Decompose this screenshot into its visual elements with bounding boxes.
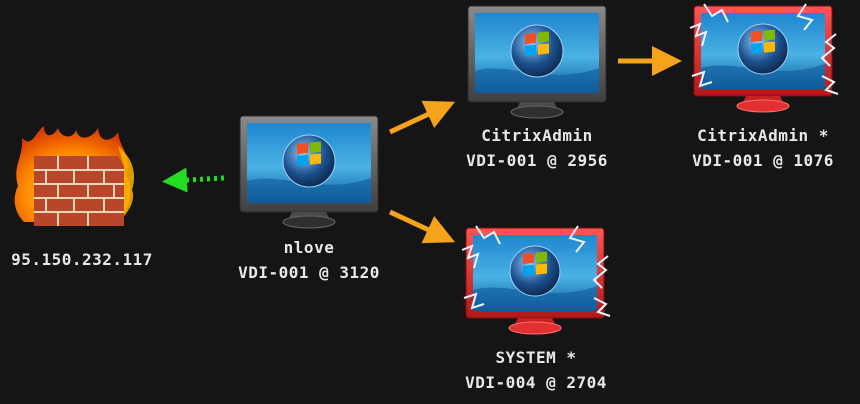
citrixadmin-elevated-session-label: VDI-001 @ 1076: [692, 151, 834, 170]
burning-brick-wall-icon: [14, 126, 135, 226]
system-session-label: VDI-004 @ 2704: [465, 373, 607, 392]
system-user-label: SYSTEM *: [495, 348, 577, 367]
edge-nlove-to-system: [388, 209, 456, 244]
windows-logo-icon: [282, 134, 336, 188]
citrixadmin-session-label: VDI-001 @ 2956: [466, 151, 608, 170]
nlove-session-label: VDI-001 @ 3120: [238, 263, 380, 282]
edge-nlove-to-citrixadmin: [388, 100, 456, 135]
host-monitor-nlove[interactable]: [239, 115, 379, 229]
host-monitor-citrixadmin-elevated[interactable]: [689, 3, 839, 113]
lightning-spark-icon: [461, 225, 611, 317]
windows-logo-icon: [509, 245, 561, 297]
host-monitor-system[interactable]: [461, 225, 611, 335]
citrixadmin-user-label: CitrixAdmin: [481, 126, 593, 145]
lightning-spark-icon: [689, 3, 839, 95]
host-monitor-citrixadmin[interactable]: [467, 5, 607, 119]
edge-nlove-to-firewall: [162, 167, 225, 193]
windows-logo-icon: [510, 24, 564, 78]
citrixadmin-elevated-user-label: CitrixAdmin *: [697, 126, 829, 145]
windows-logo-icon: [737, 23, 789, 75]
firewall-address-label: 95.150.232.117: [11, 250, 153, 269]
nlove-user-label: nlove: [283, 238, 335, 257]
